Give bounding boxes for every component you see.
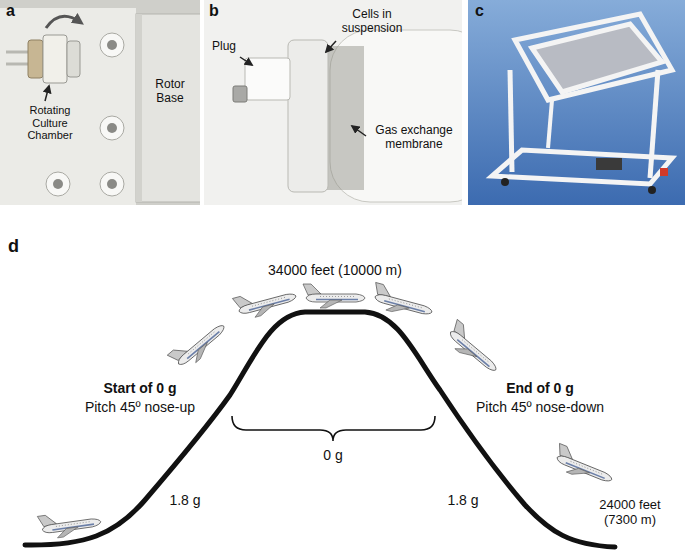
mounting-knob [46, 172, 70, 196]
plug-valve [233, 86, 247, 102]
leader-line [240, 57, 252, 65]
frame-foot [501, 178, 509, 186]
part-label: Rotor Base [148, 78, 193, 106]
mounting-knob [100, 172, 124, 196]
part-label: Rotating Culture Chamber [16, 104, 84, 142]
rotor-base-edge [136, 14, 142, 202]
stop-button [660, 168, 668, 176]
rotation-arrow [46, 16, 80, 28]
panel-letter: c [475, 2, 484, 20]
airplane-icon [303, 284, 365, 308]
flight-path [25, 312, 615, 547]
frame-upright [650, 70, 658, 178]
leader-line [326, 41, 336, 52]
pitch-label: Pitch 45º nose-down [476, 399, 604, 415]
knob-nut [53, 179, 63, 189]
panel-letter: a [6, 2, 15, 20]
altitude-label: 34000 feet (10000 m) [268, 262, 402, 278]
part-label: Gas exchange membrane [369, 124, 459, 152]
airplane-icon [442, 319, 505, 377]
knob-nut [107, 123, 117, 133]
airplane-icon [167, 315, 230, 373]
knob-nut [107, 40, 117, 50]
mounting-knob [100, 33, 124, 57]
mounting-knob [100, 116, 124, 140]
altitude-label: 24000 feet (7300 m) [585, 498, 675, 528]
airplane-icon [551, 443, 617, 488]
g-load-label: 1.8 g [447, 492, 478, 508]
airplane-icon [37, 508, 102, 540]
panel-letter: d [8, 236, 19, 257]
mounting-plate [0, 8, 136, 205]
port-tube [6, 51, 30, 54]
phase-label: End of 0 g [506, 380, 574, 396]
port-tube [6, 63, 30, 66]
base-frame [492, 150, 672, 184]
frame-upright [548, 100, 552, 148]
chamber-ring [67, 41, 80, 77]
chamber-ring [288, 40, 328, 192]
frame-foot [648, 186, 656, 194]
leader-line [45, 86, 49, 101]
photo-panel-c [468, 0, 685, 205]
chamber-cap [28, 40, 43, 78]
duration-label: 0 g [323, 447, 342, 463]
outer-frame [515, 14, 672, 100]
rotor-base-box [136, 14, 200, 202]
knob-nut [107, 179, 117, 189]
photo-panel-b [204, 0, 462, 205]
chamber-body [43, 35, 67, 83]
airplane-icon [232, 282, 298, 321]
photo-panel-a [0, 0, 200, 205]
panel-letter: b [209, 2, 219, 20]
part-label: Cells in suspension [330, 8, 414, 36]
zero-g-brace [232, 416, 435, 441]
g-load-label: 1.8 g [169, 492, 200, 508]
drive-motor [596, 158, 622, 170]
leader-line [352, 126, 366, 136]
photo-background [468, 0, 685, 205]
phase-label: Start of 0 g [103, 380, 176, 396]
part-label: Plug [212, 40, 236, 54]
airplane-icon [369, 282, 435, 321]
pitch-label: Pitch 45º nose-up [85, 399, 195, 415]
